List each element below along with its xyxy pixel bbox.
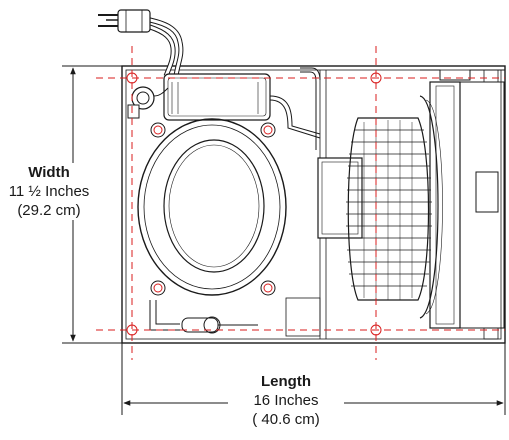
- electrical-box: [163, 73, 271, 121]
- condenser-fan: [317, 117, 432, 301]
- power-cord: [98, 9, 184, 77]
- length-imperial: 16 Inches: [253, 392, 319, 409]
- width-imperial: 11 ½ Inches: [8, 183, 90, 200]
- width-title: Width: [28, 164, 70, 181]
- length-title: Length: [261, 373, 311, 390]
- length-metric: ( 40.6 cm): [252, 411, 320, 428]
- width-metric: (29.2 cm): [17, 202, 81, 219]
- compressor-body: [137, 118, 287, 296]
- mounting-guides: [96, 46, 505, 360]
- service-valve-icon: [127, 86, 169, 119]
- length-dimension-label: Length 16 Inches ( 40.6 cm): [228, 372, 344, 429]
- width-dimension-label: Width 11 ½ Inches (29.2 cm): [0, 163, 98, 220]
- mounting-hole-markers: [126, 72, 382, 336]
- condenser-coil: [419, 69, 505, 340]
- plug-icon: [98, 9, 151, 33]
